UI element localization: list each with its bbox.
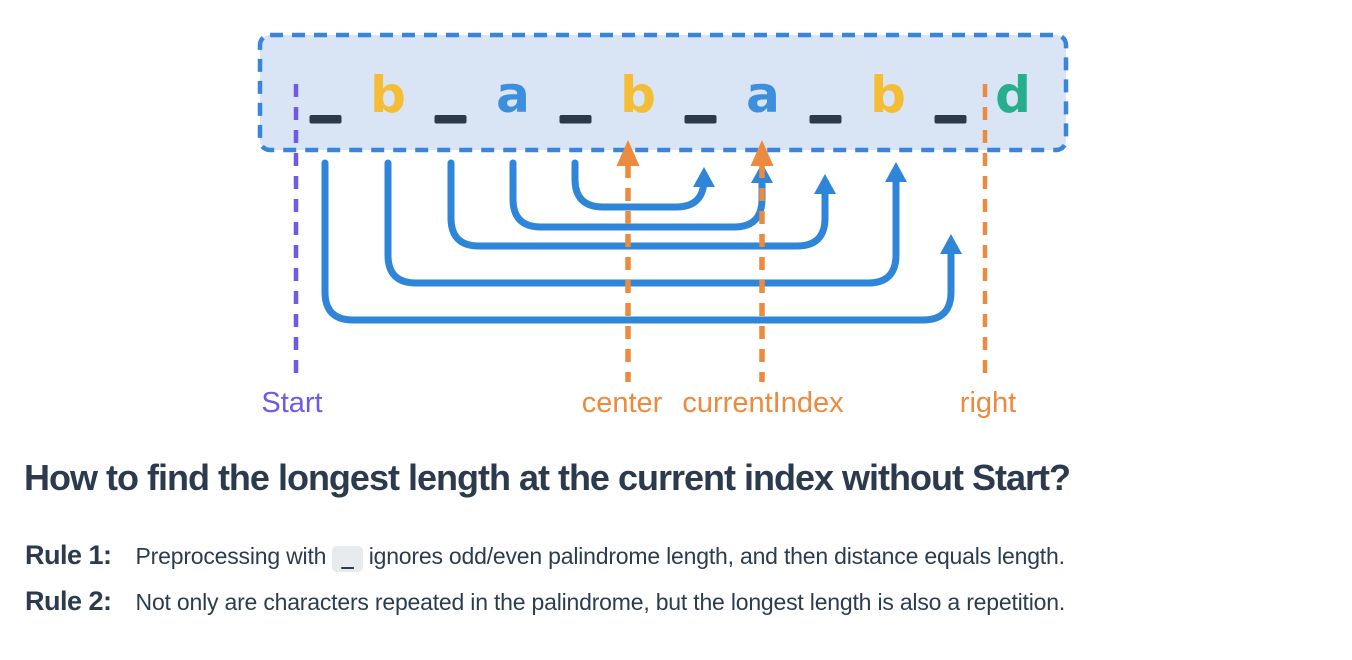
char-letter: d: [995, 66, 1031, 124]
arc-arrowhead-icon: [885, 162, 907, 182]
right-label: right: [960, 387, 1016, 419]
char-underscore: [559, 115, 592, 124]
rule-2-text: Not only are characters repeated in the …: [135, 589, 1066, 615]
rule-1: Rule 1: Preprocessing with_ignores odd/e…: [25, 540, 1065, 573]
char-letter: a: [496, 66, 530, 124]
char-letter: a: [746, 66, 780, 124]
rule-1-text-before: Preprocessing with: [135, 543, 327, 569]
currentIndex-arrowhead-icon: [750, 140, 774, 166]
char-underscore: [434, 115, 467, 124]
char-underscore: [934, 115, 967, 124]
arc-arrowhead-icon: [814, 174, 836, 194]
rule-2-label: Rule 2:: [25, 586, 112, 616]
page-title: How to find the longest length at the cu…: [24, 457, 1071, 498]
arc-arrowhead-icon: [940, 234, 962, 254]
rule-1-text-after: ignores odd/even palindrome length, and …: [368, 543, 1065, 569]
mirror-arc: [447, 159, 829, 250]
char-underscore: [809, 115, 842, 124]
center-arrowhead-icon: [616, 140, 640, 166]
mirror-arc: [384, 159, 900, 287]
mirror-arc: [509, 159, 766, 231]
char-underscore: [309, 115, 342, 124]
mirror-arc: [321, 159, 955, 324]
char-letter: b: [620, 66, 656, 124]
char-underscore: [684, 115, 717, 124]
rule-1-text: Preprocessing with_ignores odd/even pali…: [135, 543, 1065, 573]
mirror-arc: [571, 159, 708, 211]
Start-label: Start: [261, 387, 322, 419]
rule-1-label: Rule 1:: [25, 540, 112, 570]
arc-arrowhead-icon: [693, 167, 715, 187]
currentIndex-label: currentIndex: [682, 387, 844, 419]
char-letter: b: [370, 66, 406, 124]
char-letter: b: [870, 66, 906, 124]
center-label: center: [582, 387, 663, 419]
rule-2: Rule 2: Not only are characters repeated…: [25, 586, 1065, 617]
underscore-chip: _: [332, 545, 363, 573]
